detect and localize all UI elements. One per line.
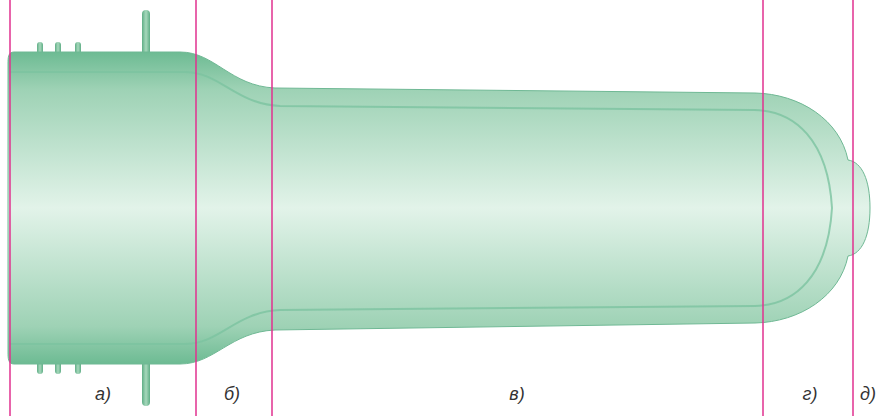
inner-wall <box>10 72 832 344</box>
section-label: в) <box>507 384 526 404</box>
section-lines <box>10 0 853 416</box>
section-label: а) <box>93 384 113 404</box>
preform-outline <box>8 52 870 364</box>
section-label: г) <box>801 384 820 404</box>
section-label: б) <box>222 384 242 404</box>
section-label: д) <box>858 384 878 404</box>
